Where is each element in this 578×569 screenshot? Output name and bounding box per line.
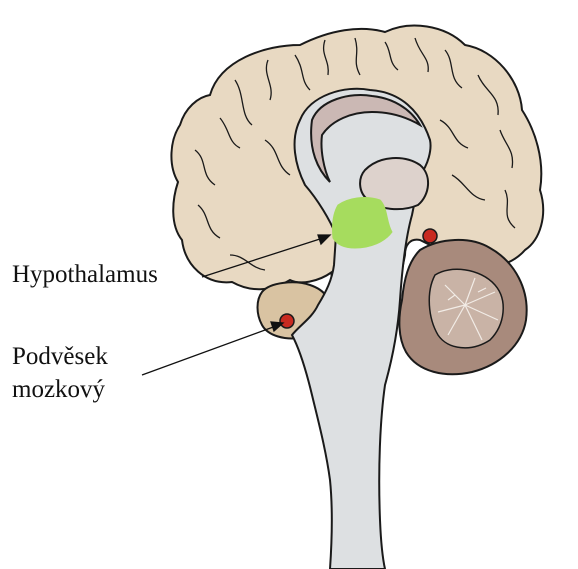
pituitary-pointer bbox=[142, 326, 276, 375]
hypothalamus-label: Hypothalamus bbox=[12, 259, 158, 291]
pituitary-label-line2: mozkový bbox=[12, 374, 105, 406]
pineal-gland bbox=[423, 229, 437, 243]
hypothalamus-region bbox=[333, 198, 392, 248]
pituitary-gland bbox=[280, 314, 294, 328]
pituitary-label-line1: Podvěsek bbox=[12, 341, 108, 373]
